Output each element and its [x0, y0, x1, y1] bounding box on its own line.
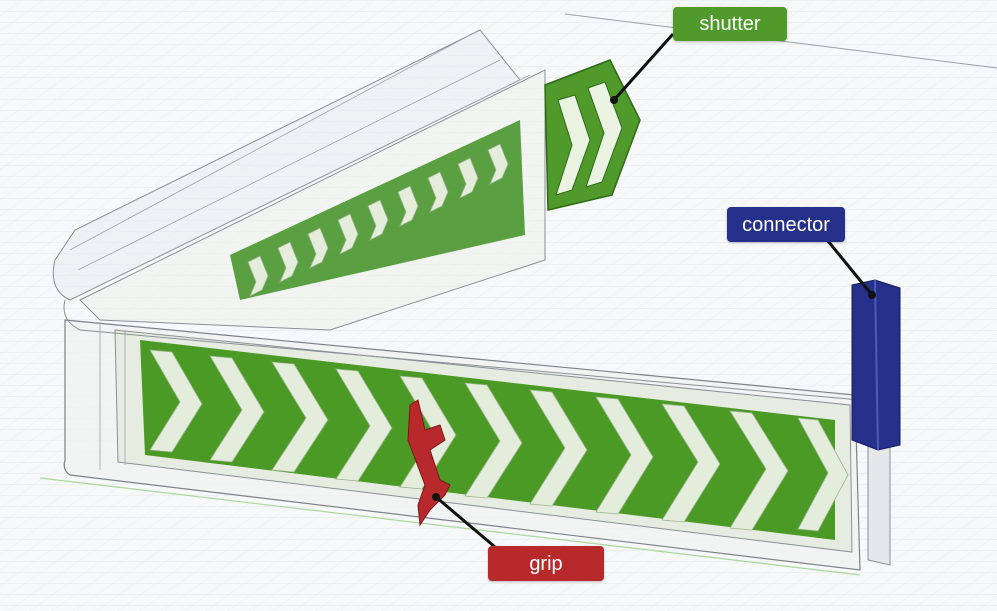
shutter-label: shutter [673, 7, 787, 41]
shutter-part [544, 59, 641, 211]
grip-leader [435, 495, 496, 549]
grip-part [407, 399, 451, 527]
connector-label: connector [727, 207, 845, 242]
upper-chevrons [247, 143, 509, 297]
leader-lines [435, 33, 874, 549]
connector-leader [826, 240, 874, 296]
connector-part [851, 279, 901, 566]
lower-frame [63, 299, 861, 571]
shutter-leader [612, 33, 675, 101]
lower-chevrons [149, 349, 849, 532]
grip-label: grip [488, 546, 604, 581]
leader-dots [432, 96, 876, 501]
